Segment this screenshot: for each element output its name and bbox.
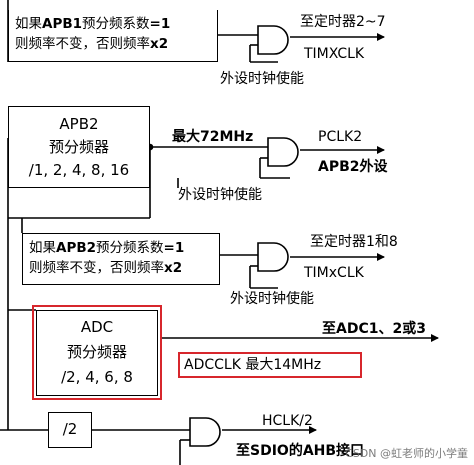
and-gate-3 <box>257 242 289 272</box>
apb1-condition-box: 如果APB1预分频系数=1 则频率不变，否则频率x2 <box>8 10 218 62</box>
adcclk-highlight <box>178 352 362 378</box>
label-periph-enable-3: 外设时钟使能 <box>230 291 314 307</box>
apb1-cond-bold: APB1 <box>42 16 83 32</box>
label-hclk-2: HCLK/2 <box>262 413 313 429</box>
apb2-cond-bold: x2 <box>164 260 183 276</box>
apb1-cond-bold: =1 <box>149 16 171 32</box>
label-to-adc: 至ADC1、2或3 <box>322 321 426 337</box>
label-timxclk-2: TIMxCLK <box>304 265 364 281</box>
div2-box: /2 <box>48 412 92 448</box>
apb2-prescaler-ratios: /1, 2, 4, 8, 16 <box>28 161 130 179</box>
adc-prescaler-subtitle: 预分频器 <box>66 343 127 361</box>
div2-label: /2 <box>62 420 78 438</box>
label-to-timer-1-8: 至定时器1和8 <box>310 234 398 250</box>
watermark: CSDN @虹老师的小学童 <box>345 447 468 460</box>
and-gate-4 <box>189 417 221 447</box>
label-apb2-periph: APB2外设 <box>318 159 388 175</box>
label-max-72: 最大72MHz <box>172 129 254 145</box>
label-to-sdio: 至SDIO的AHB接口 <box>236 443 365 459</box>
apb1-cond-text: 则频率不变，否则频率 <box>15 36 150 52</box>
apb1-cond-bold: x2 <box>150 36 169 52</box>
label-adcclk: ADCCLK 最大14MHz <box>184 357 322 373</box>
label-timxclk-1: TIMXCLK <box>304 46 365 62</box>
label-to-timer-2-7: 至定时器2~7 <box>300 14 386 30</box>
apb2-prescaler-subtitle: 预分频器 <box>48 138 109 156</box>
apb2-prescaler-box: APB2 预分频器 /1, 2, 4, 8, 16 <box>8 106 150 188</box>
apb2-condition-box: 如果APB2预分频系数=1 则频率不变，否则频率x2 <box>22 233 220 285</box>
adc-prescaler-ratios: /2, 4, 6, 8 <box>61 368 133 386</box>
and-gate-1 <box>257 25 289 55</box>
label-pclk2: PCLK2 <box>318 129 363 145</box>
apb2-cond-bold: =1 <box>163 240 185 256</box>
adc-prescaler-box: ADC 预分频器 /2, 4, 6, 8 <box>36 310 158 396</box>
apb2-cond-text: 预分频系数 <box>96 240 164 256</box>
label-periph-enable-2: 外设时钟使能 <box>178 187 262 203</box>
apb1-cond-text: 如果 <box>15 16 42 32</box>
and-gate-2 <box>267 137 299 167</box>
apb2-cond-bold: APB2 <box>56 240 97 256</box>
apb2-cond-text: 则频率不变，否则频率 <box>29 260 164 276</box>
adc-prescaler-highlight <box>32 305 162 400</box>
adc-prescaler-title: ADC <box>80 318 114 336</box>
apb2-cond-text: 如果 <box>29 240 56 256</box>
apb2-prescaler-title: APB2 <box>59 115 99 133</box>
apb1-cond-text: 预分频系数 <box>82 16 150 32</box>
label-periph-enable-1: 外设时钟使能 <box>220 71 304 87</box>
